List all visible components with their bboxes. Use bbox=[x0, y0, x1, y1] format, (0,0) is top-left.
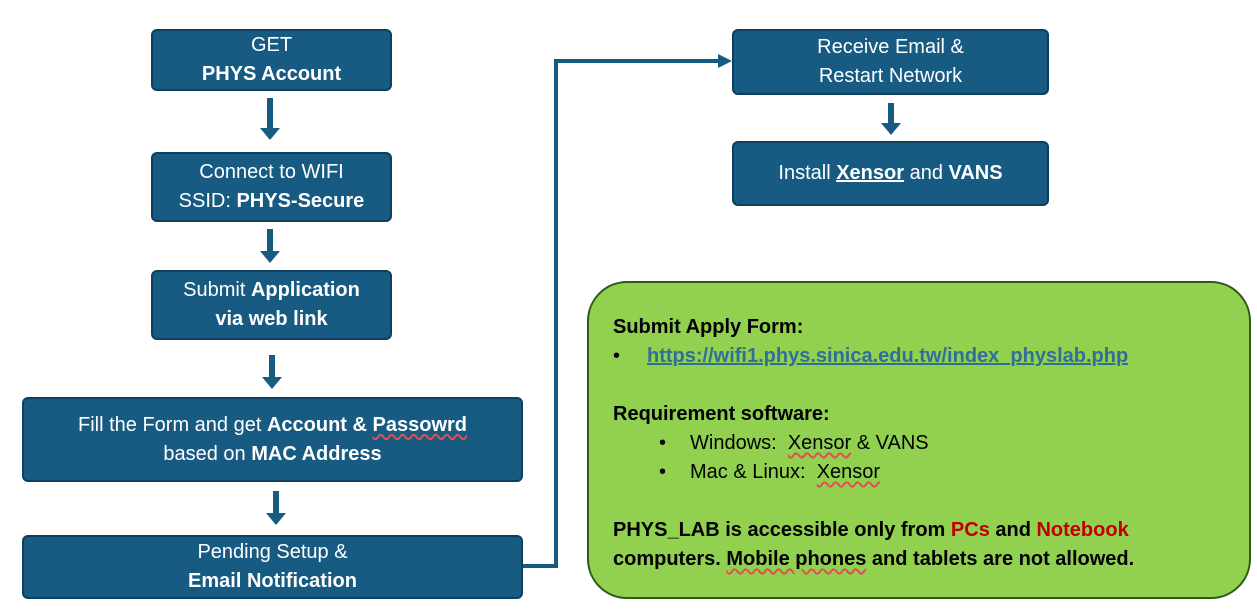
xensor-label: Xensor bbox=[836, 162, 905, 184]
note-text: and bbox=[989, 519, 1037, 541]
step-text: GET bbox=[250, 34, 293, 56]
step-submit-application: Submit Application via web link bbox=[151, 270, 392, 340]
step-text-bold: via web link bbox=[215, 308, 328, 330]
step-text: Install bbox=[778, 162, 837, 184]
bullet: • bbox=[613, 345, 621, 367]
req-text: & VANS bbox=[851, 432, 929, 454]
step-text: based on bbox=[163, 442, 252, 465]
step-text-bold: PHYS Account bbox=[201, 63, 342, 85]
step-text: Connect to WIFI bbox=[199, 161, 344, 183]
note-pcs: PCs bbox=[950, 519, 990, 541]
note-text: computers. bbox=[613, 548, 727, 570]
step-install-software: Install Xensor and VANS bbox=[732, 141, 1049, 206]
req-text: Windows: bbox=[690, 432, 788, 454]
apply-heading: Submit Apply Form: bbox=[613, 316, 804, 338]
note-text: and tablets are not allowed. bbox=[866, 548, 1135, 570]
step-text: Restart Network bbox=[818, 65, 963, 87]
step-text: Pending Setup & bbox=[197, 541, 348, 563]
step-text-bold: Application bbox=[250, 279, 360, 301]
step-fill-form: Fill the Form and get Account & Passowrd… bbox=[22, 397, 523, 482]
step-text-bold: Email Notification bbox=[188, 570, 357, 592]
note-text: PHYS_LAB is accessible only from bbox=[613, 519, 951, 541]
step-text: Fill the Form and get bbox=[77, 413, 267, 436]
xensor-label: Xensor bbox=[787, 432, 852, 454]
step-get-account: GET PHYS Account bbox=[151, 29, 392, 91]
step-pending-setup: Pending Setup & Email Notification bbox=[22, 535, 523, 599]
access-note: PHYS_LAB is accessible only from PCs and… bbox=[613, 516, 1225, 574]
list-item: • https://wifi1.phys.sinica.edu.tw/index… bbox=[613, 342, 1225, 371]
apply-form-link[interactable]: https://wifi1.phys.sinica.edu.tw/index_p… bbox=[647, 345, 1129, 367]
step-text: and bbox=[904, 162, 949, 184]
info-panel: Submit Apply Form: • https://wifi1.phys.… bbox=[587, 281, 1251, 599]
vans-label: VANS bbox=[948, 162, 1003, 184]
note-mobile: Mobile phones bbox=[726, 548, 867, 570]
requirement-heading: Requirement software: bbox=[613, 403, 830, 425]
note-notebook: Notebook bbox=[1036, 519, 1129, 541]
list-item: • Windows: Xensor & VANS bbox=[613, 429, 1225, 458]
step-text: SSID: bbox=[178, 190, 237, 212]
bullet: • bbox=[659, 461, 667, 483]
mac-address-label: MAC Address bbox=[251, 442, 382, 465]
step-text: Receive Email & bbox=[817, 36, 964, 58]
list-item: • Mac & Linux: Xensor bbox=[613, 458, 1225, 487]
password-label: Passowrd bbox=[372, 413, 467, 436]
step-connect-wifi: Connect to WIFI SSID: PHYS-Secure bbox=[151, 152, 392, 222]
xensor-label: Xensor bbox=[816, 461, 881, 483]
step-receive-email: Receive Email & Restart Network bbox=[732, 29, 1049, 95]
ssid-name: PHYS-Secure bbox=[236, 190, 365, 212]
step-text: Submit bbox=[183, 279, 251, 301]
req-text: Mac & Linux: bbox=[690, 461, 817, 483]
bullet: • bbox=[659, 432, 667, 454]
step-text-bold: Account & bbox=[266, 413, 373, 436]
